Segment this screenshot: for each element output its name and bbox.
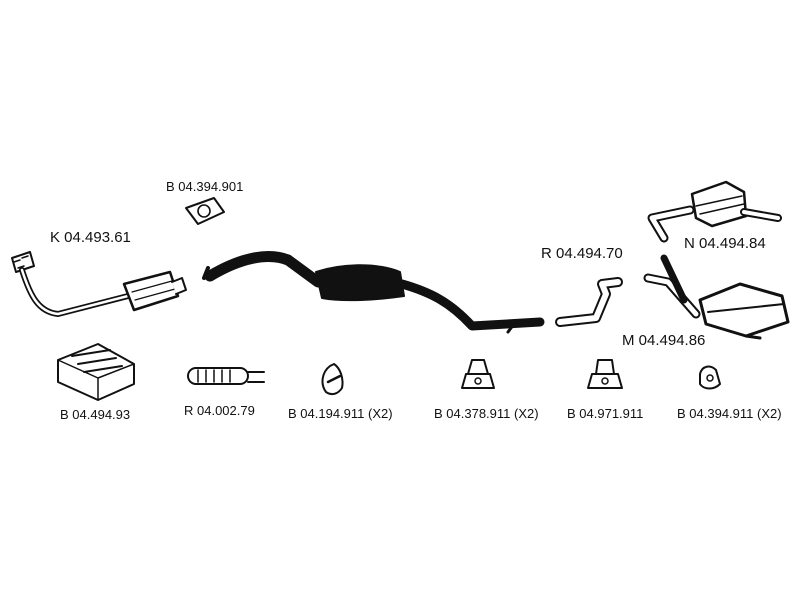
part-code-rubber-mount-2: B 04.378.911 (X2) bbox=[434, 406, 539, 421]
flex-pipe[interactable] bbox=[187, 367, 265, 385]
catalytic-front-pipe[interactable] bbox=[11, 251, 187, 317]
rubber-mount-1[interactable] bbox=[321, 363, 344, 396]
part-code-rubber-mount-4: B 04.394.911 (X2) bbox=[677, 406, 782, 421]
part-code-flex-pipe: R 04.002.79 bbox=[184, 403, 255, 418]
rubber-mount-4[interactable] bbox=[699, 365, 721, 390]
part-code-rubber-mount-3: B 04.971.911 bbox=[567, 406, 644, 421]
part-code-catalytic-front-pipe: K 04.493.61 bbox=[50, 229, 131, 246]
flange-gasket[interactable] bbox=[185, 197, 225, 225]
intermediate-pipe[interactable] bbox=[555, 277, 623, 327]
rear-silencer-m[interactable] bbox=[643, 254, 790, 340]
rear-silencer-n[interactable] bbox=[647, 180, 782, 243]
part-code-flange-gasket: B 04.394.901 bbox=[166, 179, 244, 194]
part-code-rear-silencer-n: N 04.494.84 bbox=[684, 235, 766, 252]
part-code-mounting-kit: B 04.494.93 bbox=[60, 407, 131, 422]
centre-silencer[interactable] bbox=[202, 251, 545, 334]
part-code-rubber-mount-1: B 04.194.911 (X2) bbox=[288, 406, 393, 421]
part-code-rear-silencer-m: M 04.494.86 bbox=[622, 332, 706, 349]
rubber-mount-3[interactable] bbox=[587, 359, 623, 389]
rubber-mount-2[interactable] bbox=[461, 359, 495, 389]
mounting-kit[interactable] bbox=[57, 343, 135, 401]
part-code-intermediate-pipe: R 04.494.70 bbox=[541, 245, 623, 262]
